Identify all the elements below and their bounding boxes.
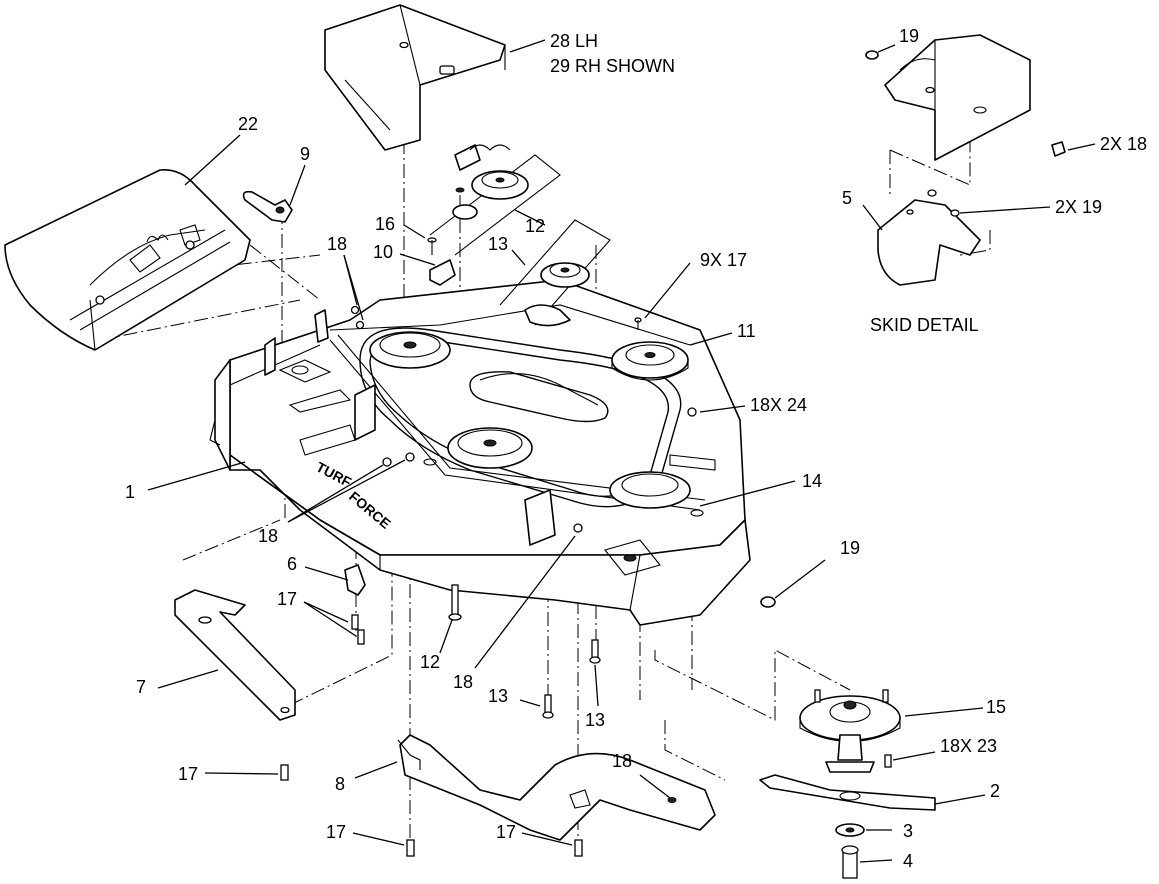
- deck-hardware: [350, 305, 697, 533]
- callout-17-left: 17: [277, 589, 297, 609]
- callout-6: 6: [287, 554, 297, 574]
- callout-2: 2: [990, 781, 1000, 801]
- skid-detail-title: SKID DETAIL: [870, 315, 979, 335]
- callout-5: 5: [842, 188, 852, 208]
- callout-9: 9: [300, 144, 310, 164]
- skid-detail: SKID DETAIL: [865, 34, 1066, 335]
- callout-13-bottom-right: 13: [585, 710, 605, 730]
- spindle-assembly-15: [799, 689, 901, 773]
- callout-leader-lines: [147, 39, 1096, 863]
- callout-18x24: 18X 24: [750, 395, 807, 415]
- callout-17-bottom-1: 17: [326, 822, 346, 842]
- callout-7: 7: [136, 677, 146, 697]
- callout-18-left: 18: [258, 526, 278, 546]
- callout-9x17: 9X 17: [700, 250, 747, 270]
- callout-8: 8: [335, 774, 345, 794]
- baffle-8: [397, 734, 716, 857]
- callout-18-center: 18: [453, 672, 473, 692]
- callout-13-top: 13: [488, 234, 508, 254]
- callout-17-bottom-left: 17: [178, 764, 198, 784]
- baffle-7: [174, 589, 296, 781]
- discharge-chute-22: [4, 168, 251, 351]
- underside-bolts: [448, 584, 601, 719]
- callout-29: 29 RH SHOWN: [550, 56, 675, 76]
- blade-2: [759, 774, 936, 811]
- main-deck-1: TURF FORCE: [209, 279, 751, 626]
- idler-arm-assembly-12: [429, 144, 561, 256]
- callout-22: 22: [238, 114, 258, 134]
- callout-16: 16: [375, 214, 395, 234]
- callout-2x18: 2X 18: [1100, 134, 1147, 154]
- callout-28: 28 LH: [550, 31, 598, 51]
- callout-19-skid: 19: [899, 26, 919, 46]
- latch-handle-9: [242, 190, 293, 223]
- callout-19-front: 19: [840, 538, 860, 558]
- callout-18-bottom: 18: [612, 751, 632, 771]
- bracket-10: [427, 237, 456, 286]
- callout-1: 1: [125, 482, 135, 502]
- blade-washer-3: [835, 823, 865, 837]
- idler-assembly-13: [499, 219, 611, 327]
- callout-17-bottom-2: 17: [496, 822, 516, 842]
- bracket-6: [344, 564, 366, 645]
- callout-4: 4: [903, 851, 913, 871]
- pulley-11: [611, 317, 689, 381]
- callout-18x23: 18X 23: [940, 736, 997, 756]
- callout-18-top: 18: [327, 234, 347, 254]
- callout-12-top: 12: [525, 216, 545, 236]
- carriage-bolt-19: [760, 596, 776, 608]
- deck-shield-28-29: [324, 4, 506, 151]
- callout-12-bottom: 12: [420, 652, 440, 672]
- callout-10: 10: [373, 242, 393, 262]
- callout-2x19: 2X 19: [1055, 197, 1102, 217]
- blade-bolt-4: [841, 845, 859, 879]
- callout-13-bottom-left: 13: [488, 686, 508, 706]
- callout-14: 14: [802, 471, 822, 491]
- callout-3: 3: [903, 821, 913, 841]
- callout-15: 15: [986, 697, 1006, 717]
- callout-11: 11: [737, 321, 756, 341]
- callout-labels: 28 LH 29 RH SHOWN 22 9 12 16 10 18 13 9X…: [125, 26, 1147, 871]
